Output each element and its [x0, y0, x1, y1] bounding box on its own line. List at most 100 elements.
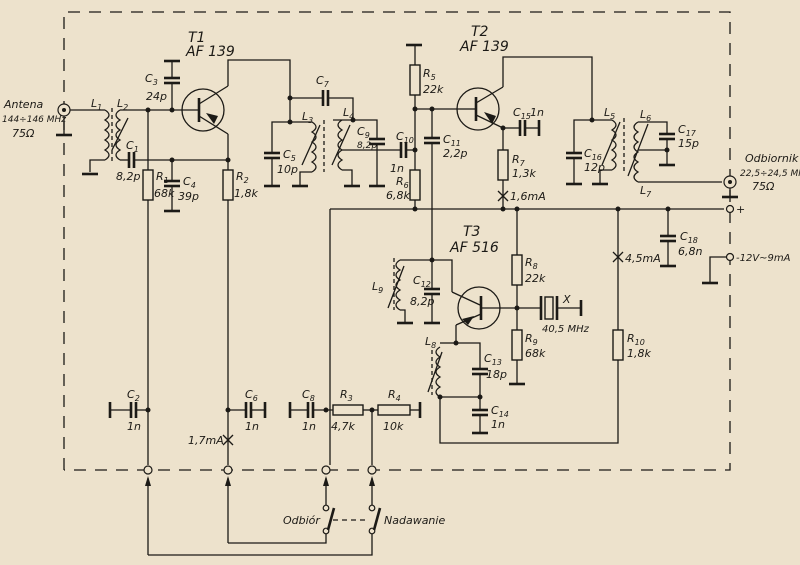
antenna-label: Antena — [3, 98, 44, 111]
antenna-freq: 144÷146 MHz — [2, 115, 66, 125]
inductor-l9 — [387, 258, 413, 325]
current-t2: 1,6mA — [510, 190, 546, 203]
capacitor-value: 8,2p — [410, 295, 434, 308]
inductor-l8 — [427, 346, 443, 398]
capacitor-ref: C18 — [680, 230, 698, 245]
capacitor-c18 — [660, 209, 676, 268]
capacitor-c9 — [369, 137, 385, 188]
capacitor-value: 39p — [178, 190, 199, 203]
switch-transmit[interactable] — [368, 504, 382, 535]
transistor-type: AF 139 — [185, 44, 235, 60]
inductor-label: L6 — [640, 108, 651, 123]
capacitor-ref: C9 — [357, 125, 370, 140]
capacitor-ref: C1 — [126, 139, 139, 154]
resistor-ref: R8 — [525, 256, 538, 271]
resistor-r4 — [377, 404, 411, 416]
crystal-freq: 40,5 MHz — [542, 324, 590, 335]
capacitor-c14 — [472, 408, 488, 435]
resistor-value: 1,8k — [234, 187, 258, 200]
receiver-impedance: 75Ω — [752, 180, 775, 193]
capacitor-ref: C8 — [302, 388, 315, 403]
inductor-label: L8 — [425, 335, 436, 350]
inductor-l4 — [331, 119, 400, 188]
inductor-label: L1 — [91, 97, 102, 112]
capacitor-ref: C16 — [584, 147, 602, 162]
antenna-connector[interactable] — [56, 103, 72, 137]
resistor-r2 — [222, 169, 234, 201]
capacitor-c16 — [566, 151, 582, 186]
resistor-r9 — [511, 329, 523, 361]
inductor-l5 — [592, 118, 625, 186]
capacitor-ref: C5 — [283, 148, 296, 163]
resistor-r3 — [332, 404, 364, 416]
transistor-t2 — [456, 56, 593, 150]
resistor-ref: R5 — [423, 67, 436, 82]
current-t1: 1,7mA — [188, 434, 224, 447]
switch-receive-label: Odbiór — [283, 514, 321, 527]
bottom-terminal[interactable] — [223, 465, 233, 475]
current-measure-point-t1 — [222, 434, 234, 446]
resistor-ref: R7 — [512, 153, 526, 168]
transistor-ref: T2 — [471, 24, 489, 40]
resistor-r7 — [497, 149, 509, 181]
inductor-label: L2 — [117, 97, 128, 112]
capacitor-c5 — [264, 151, 280, 188]
capacitor-c2 — [108, 402, 148, 418]
resistor-value: 1,8k — [627, 347, 651, 360]
supply-minus-terminal[interactable] — [702, 252, 735, 285]
crystal-x — [517, 296, 583, 320]
capacitor-value: 24p — [146, 90, 167, 103]
capacitor-c12 — [424, 260, 440, 325]
bottom-terminal[interactable] — [367, 465, 377, 475]
capacitor-c8 — [288, 402, 333, 418]
capacitor-ref: C7 — [316, 74, 330, 89]
bottom-terminal[interactable] — [321, 465, 331, 475]
current-t3: 4,5mA — [625, 252, 661, 265]
capacitor-value: 8,2p — [357, 141, 377, 151]
resistor-value: 6,8k — [386, 189, 410, 202]
supply-label: -12V~9mA — [736, 253, 791, 264]
capacitor-c4 — [164, 160, 180, 213]
resistor-ref: R2 — [236, 170, 249, 185]
supply-plus-terminal[interactable] — [725, 204, 735, 214]
capacitor-ref: C6 — [245, 388, 258, 403]
current-measure-point-t2 — [497, 190, 509, 202]
inductor-label: L4 — [343, 106, 354, 121]
switch-receive[interactable] — [322, 504, 336, 535]
capacitor-c15 — [503, 120, 541, 136]
capacitor-value: 10p — [277, 163, 298, 176]
receiver-connector[interactable] — [722, 175, 738, 199]
capacitor-value: 1n — [530, 106, 544, 119]
capacitor-value: 8,2p — [116, 170, 140, 183]
transformer-l1-l2 — [70, 108, 148, 176]
inductor-label: L3 — [302, 110, 313, 125]
resistor-value: 22k — [423, 83, 444, 96]
resistor-r6 — [409, 169, 421, 201]
transistor-type: AF 516 — [449, 240, 499, 256]
capacitor-value: 1n — [302, 420, 316, 433]
supply-plus-label: + — [736, 203, 745, 216]
switch-wiring — [145, 476, 375, 556]
bottom-terminal[interactable] — [143, 465, 153, 475]
capacitor-c11 — [424, 109, 440, 260]
transistor-type: AF 139 — [459, 39, 509, 55]
crystal-ref: X — [562, 293, 571, 306]
capacitor-c7 — [290, 90, 354, 120]
inductor-label: L5 — [604, 106, 615, 121]
resistor-ref: R6 — [396, 175, 409, 190]
capacitor-ref: C11 — [443, 133, 461, 148]
resistor-ref: R4 — [388, 388, 401, 403]
switch-transmit-label: Nadawanie — [384, 514, 445, 527]
capacitor-ref: C10 — [396, 130, 414, 145]
antenna-impedance: 75Ω — [12, 127, 35, 140]
resistor-ref: R1 — [156, 170, 169, 185]
inductor-l6-l7 — [627, 121, 722, 183]
resistor-ref: R9 — [525, 332, 538, 347]
capacitor-ref: C3 — [145, 72, 158, 87]
resistor-r1 — [142, 169, 154, 201]
resistor-value: 68k — [525, 347, 546, 360]
resistor-r8 — [511, 254, 523, 286]
capacitor-c6 — [228, 402, 267, 418]
resistor-ref: R10 — [627, 332, 645, 347]
